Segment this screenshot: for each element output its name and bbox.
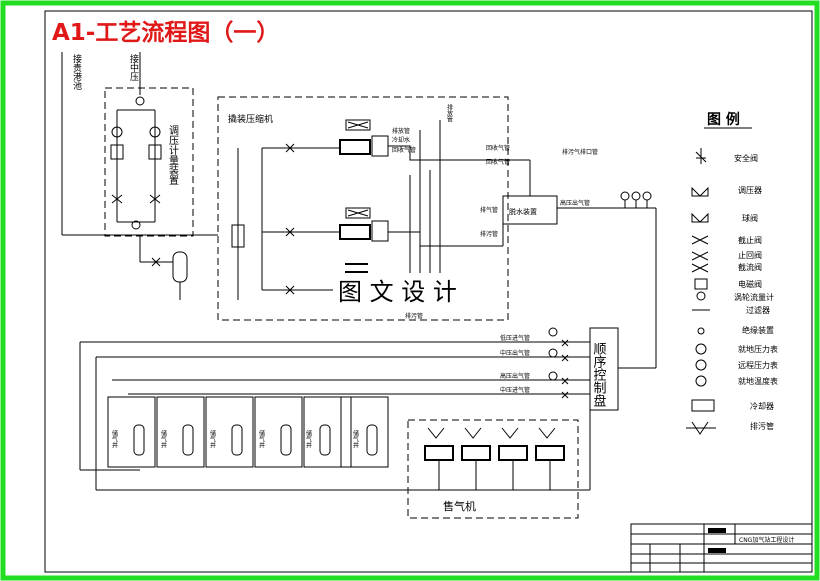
legend-label-3: 球阀 <box>742 213 758 223</box>
legend-label-12: 远程压力表 <box>738 360 778 370</box>
turbine-flowmeter-icon <box>696 291 706 301</box>
storage-well-1: 储气井 <box>111 429 118 449</box>
legend-label-10: 绝缘装置 <box>742 325 774 335</box>
throttle-valve-icon <box>691 263 709 273</box>
cooler-icon <box>691 399 715 412</box>
high-line-label: 高压出气管 <box>560 199 590 207</box>
legend-label-6: 截流阀 <box>738 262 762 272</box>
pressure-regulator-icon <box>691 186 709 197</box>
return-gas-label: 回收气管 <box>486 144 510 152</box>
remote-pressure-gauge-icon <box>695 359 707 371</box>
legend-label-7: 电磁阀 <box>738 279 762 289</box>
dispenser-group: 售气机 <box>407 419 579 519</box>
legend-label-5: 止回阀 <box>738 250 762 260</box>
dehydrator-label: 脱水装置 <box>509 207 537 216</box>
legend-title: 图 例 <box>707 111 740 128</box>
control-panel-label: 顺序控制盘 <box>591 342 607 407</box>
sewage-label: 排污管 <box>480 230 498 238</box>
title-block-project: CNG加气站工程设计 <box>739 536 794 544</box>
pressure-line-1: 低压进气管 <box>500 334 530 342</box>
watermark-background <box>333 273 485 307</box>
sheet-border <box>44 10 813 573</box>
compressor-skid: 撬装压缩机 排放管 冷却水 回收气管 排放管 排污管 <box>217 96 509 321</box>
inlet-pressure-gauge-icon <box>135 96 145 106</box>
gas-line-label: 排气管 <box>480 206 498 214</box>
storage-well-3: 储气井 <box>209 429 216 449</box>
shutoff-valve-icon <box>691 235 709 245</box>
local-thermometer-icon <box>695 375 707 387</box>
legend-label-9: 过滤器 <box>746 305 770 315</box>
cooling-return-label: 回收气管 <box>486 158 510 166</box>
drawing-title: A1-工艺流程图（一） <box>52 19 279 46</box>
pressure-line-3: 高压出气管 <box>500 372 530 380</box>
buffer-tank <box>139 235 188 300</box>
title-block: CNG加气站工程设计 <box>630 523 813 573</box>
dispenser-label: 售气机 <box>443 499 476 513</box>
gas-pipeline-label: 接贵港池 <box>71 53 82 90</box>
legend-label-13: 就地温度表 <box>738 376 778 386</box>
compressor-label: 撬装压缩机 <box>228 113 273 125</box>
recovery-label-1: 回收气管 <box>392 146 416 154</box>
insulating-joint-icon <box>697 327 705 335</box>
legend-label-1: 安全阀 <box>734 153 758 163</box>
medium-pressure-label: 接中压 <box>128 53 139 82</box>
safety-valve-icon <box>695 148 707 164</box>
legend-label-4: 截止阀 <box>738 235 762 245</box>
legend-label-2: 调压器 <box>738 186 762 195</box>
regulator-station-label: 调压计量装置 <box>167 125 179 185</box>
storage-well-5: 储气井 <box>305 429 312 449</box>
storage-well-2: 储气井 <box>160 429 167 449</box>
legend-label-14: 冷却器 <box>750 401 774 411</box>
check-valve-icon <box>691 251 709 261</box>
storage-well-group: 储气井 储气井 储气井 储气井 储气井 储气井 <box>107 396 389 468</box>
bottom-sewage-label: 排污管 <box>405 312 423 320</box>
regulator-station: 调压计量装置 <box>104 87 194 237</box>
ball-valve-icon <box>691 212 709 223</box>
dehydrator: 脱水装置 回收气管 回收气管 排污气排口管 排气管 高压出气管 排污管 <box>460 144 657 369</box>
exhaust-pipe-label: 排放管 <box>446 103 453 123</box>
legend-label-15: 排污管 <box>750 421 774 431</box>
to-atmosphere-label: 排污气排口管 <box>562 148 598 156</box>
cooling-water-label: 冷却水 <box>392 136 410 144</box>
control-panel: 顺序控制盘 低压进气管 中压出气管 高压出气管 中压进气管 <box>79 327 619 491</box>
legend-label-8: 涡轮流量计 <box>734 292 774 302</box>
drain-pipe-icon <box>686 421 716 435</box>
pressure-line-4: 中压进气管 <box>500 386 530 394</box>
legend: 图 例 安全阀 调压器 球阀 截止阀 止回阀 截流阀 电磁阀 涡轮流量计 过滤器… <box>686 111 778 435</box>
storage-well-6: 储气井 <box>352 429 359 449</box>
watermark-text: 图 文 设 计 <box>338 278 457 306</box>
legend-label-11: 就地压力表 <box>738 344 778 354</box>
exhaust-label-1: 排放管 <box>392 127 410 135</box>
storage-well-4: 储气井 <box>258 429 265 449</box>
solenoid-valve-icon <box>694 278 708 290</box>
local-pressure-gauge-icon <box>695 343 707 355</box>
pressure-line-2: 中压出气管 <box>500 349 530 357</box>
